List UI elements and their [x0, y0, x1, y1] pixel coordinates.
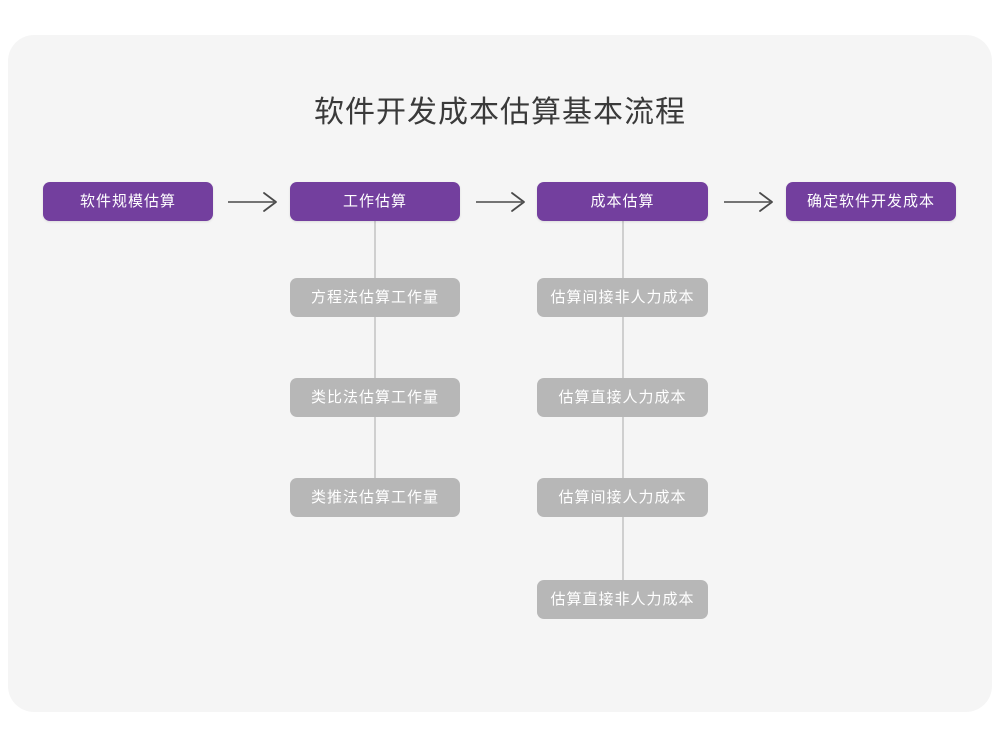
page-title: 软件开发成本估算基本流程	[314, 96, 686, 129]
stage-box-determine-development-cost[interactable]: 确定软件开发成本	[786, 182, 956, 221]
arrow-right-icon-2	[474, 186, 530, 218]
sub-box-direct-non-labor-cost[interactable]: 估算直接非人力成本	[537, 580, 708, 619]
stage-box-software-scale-estimation[interactable]: 软件规模估算	[43, 182, 213, 221]
sub-box-indirect-labor-cost[interactable]: 估算间接人力成本	[537, 478, 708, 517]
sub-box-direct-labor-cost[interactable]: 估算直接人力成本	[537, 378, 708, 417]
stage-box-effort-estimation[interactable]: 工作估算	[290, 182, 460, 221]
diagram-card-background	[8, 35, 992, 712]
sub-box-analogy-method-effort[interactable]: 类比法估算工作量	[290, 378, 460, 417]
sub-box-equation-method-effort[interactable]: 方程法估算工作量	[290, 278, 460, 317]
sub-box-indirect-non-labor-cost[interactable]: 估算间接非人力成本	[537, 278, 708, 317]
stage-box-cost-estimation[interactable]: 成本估算	[537, 182, 708, 221]
arrow-right-icon-3	[722, 186, 778, 218]
connector-line-column-3	[622, 221, 624, 619]
sub-box-inference-method-effort[interactable]: 类推法估算工作量	[290, 478, 460, 517]
connector-line-column-2	[374, 221, 376, 517]
arrow-right-icon-1	[226, 186, 282, 218]
